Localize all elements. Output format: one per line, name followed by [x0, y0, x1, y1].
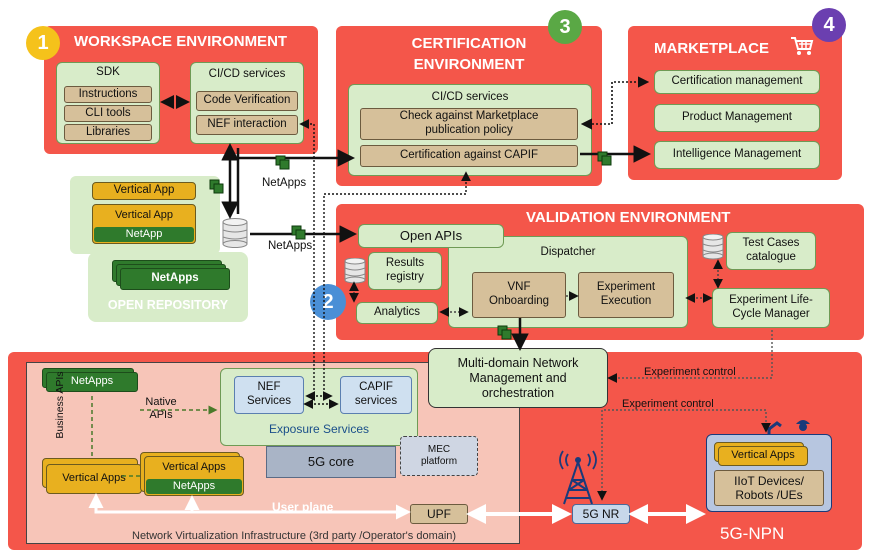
- sdk-instructions[interactable]: Instructions: [64, 86, 152, 103]
- capif-services[interactable]: CAPIF services: [340, 376, 412, 414]
- netapps-mid: NetApps: [146, 479, 242, 494]
- vertical-app-1[interactable]: Vertical App: [92, 182, 196, 200]
- exp-exec-line1: Experiment: [596, 281, 656, 294]
- mec-line2: platform: [420, 456, 458, 467]
- capif-line1: CAPIF: [359, 381, 393, 394]
- lcm-line1: Experiment Life-: [729, 294, 813, 307]
- vertical-apps-mid: Vertical Apps: [162, 461, 226, 474]
- repository-netapps[interactable]: NetApps: [120, 268, 230, 290]
- test-cases-line2: catalogue: [746, 251, 796, 263]
- experiment-execution[interactable]: Experiment Execution: [578, 272, 674, 318]
- results-line2: registry: [386, 271, 424, 283]
- multidomain-line3: orchestration: [481, 385, 555, 400]
- check-marketplace-policy[interactable]: Check against Marketplace publication po…: [360, 108, 578, 140]
- repository-netapp: NetApp: [94, 227, 194, 242]
- vnf-line2: Onboarding: [488, 295, 550, 307]
- iiot-line2: Robots /UEs: [735, 488, 803, 502]
- intelligence-management[interactable]: Intelligence Management: [654, 141, 820, 169]
- results-line1: Results: [385, 257, 425, 270]
- multidomain-line2: Management and: [469, 370, 567, 385]
- capif-line2: services: [354, 395, 398, 407]
- open-apis[interactable]: Open APIs: [358, 224, 504, 248]
- netapps-flow-label-top: NetApps: [262, 177, 307, 189]
- check-line1: Check against Marketplace: [399, 110, 539, 123]
- iiot-line1: IIoT Devices/: [734, 473, 804, 488]
- certification-capif[interactable]: Certification against CAPIF: [360, 145, 578, 167]
- sdk-cli-tools[interactable]: CLI tools: [64, 105, 152, 122]
- check-line2: publication policy: [425, 124, 513, 136]
- certification-title-line2: ENVIRONMENT: [413, 56, 525, 73]
- mec-line1: MEC: [427, 444, 451, 455]
- iiot-devices[interactable]: IIoT Devices/ Robots /UEs: [714, 470, 824, 506]
- test-cases-line1: Test Cases: [742, 237, 800, 250]
- netapps-flow-label-mid: NetApps: [268, 240, 313, 252]
- workspace-title: WORKSPACE ENVIRONMENT: [74, 33, 288, 50]
- native-line1: Native: [145, 396, 177, 408]
- exp-exec-line2: Execution: [600, 295, 652, 307]
- sdk-libraries[interactable]: Libraries: [64, 124, 152, 141]
- vnf-line1: VNF: [507, 281, 531, 294]
- repository-database-icon: [222, 218, 248, 248]
- cart-icon: [790, 36, 814, 56]
- native-line2: APIs: [149, 409, 173, 422]
- 5g-nr[interactable]: 5G NR: [572, 504, 630, 524]
- results-database-icon: [344, 257, 366, 284]
- user-plane-label: User plane: [272, 500, 334, 514]
- antenna-tower-icon: [556, 450, 600, 506]
- 5g-core[interactable]: 5G core: [266, 446, 396, 478]
- nef-line2: Services: [246, 395, 292, 407]
- vertical-app-2-group[interactable]: Vertical App NetApp: [92, 204, 196, 244]
- code-verification[interactable]: Code Verification: [196, 91, 298, 111]
- exp-control-label-2: Experiment control: [622, 398, 714, 410]
- upf[interactable]: UPF: [410, 504, 468, 524]
- product-management[interactable]: Product Management: [654, 104, 820, 132]
- nef-interaction[interactable]: NEF interaction: [196, 115, 298, 135]
- open-repository-title: OPEN REPOSITORY: [107, 298, 229, 312]
- vertical-app-2: Vertical App: [114, 208, 174, 221]
- mec-platform[interactable]: MEC platform: [400, 436, 478, 476]
- dispatcher-title: Dispatcher: [540, 246, 596, 258]
- badge-4: 4: [812, 8, 846, 42]
- validation-title: VALIDATION ENVIRONMENT: [526, 209, 731, 226]
- testcases-database-icon: [702, 233, 724, 260]
- business-apis-label: Business APIs: [54, 371, 66, 439]
- infra-footer: Network Virtualization Infrastructure (3…: [132, 530, 457, 542]
- lcm-line2: Cycle Manager: [732, 308, 810, 320]
- badge-1: 1: [26, 26, 60, 60]
- marketplace-title: MARKETPLACE: [654, 40, 769, 57]
- results-registry[interactable]: Results registry: [368, 252, 442, 290]
- experiment-lifecycle-manager[interactable]: Experiment Life- Cycle Manager: [712, 288, 830, 328]
- exposure-services-title: Exposure Services: [268, 422, 370, 436]
- badge-2: 2: [310, 284, 346, 320]
- vnf-onboarding[interactable]: VNF Onboarding: [472, 272, 566, 318]
- badge-3: 3: [548, 10, 582, 44]
- npn-vertical-apps[interactable]: Vertical Apps: [718, 446, 808, 466]
- analytics[interactable]: Analytics: [356, 302, 438, 324]
- exp-control-label-1: Experiment control: [644, 366, 736, 378]
- native-apis-label: Native APIs: [136, 396, 186, 422]
- certification-cicd-title: CI/CD services: [431, 91, 509, 103]
- nef-services[interactable]: NEF Services: [234, 376, 304, 414]
- certification-management[interactable]: Certification management: [654, 70, 820, 94]
- sdk-title: SDK: [96, 66, 120, 78]
- test-cases-catalogue[interactable]: Test Cases catalogue: [726, 232, 816, 270]
- vertical-apps-mid-group[interactable]: Vertical Apps NetApps: [144, 456, 244, 496]
- multidomain-line1: Multi-domain Network: [457, 355, 579, 370]
- multidomain-orchestration[interactable]: Multi-domain Network Management and orch…: [428, 348, 608, 408]
- nef-line1: NEF: [257, 381, 281, 394]
- npn-title: 5G-NPN: [720, 524, 785, 543]
- workspace-cicd-title: CI/CD services: [208, 68, 286, 80]
- vertical-apps-left[interactable]: Vertical Apps: [46, 464, 142, 494]
- certification-title-line1: CERTIFICATION: [411, 35, 527, 52]
- infra-netapps[interactable]: NetApps: [46, 372, 138, 392]
